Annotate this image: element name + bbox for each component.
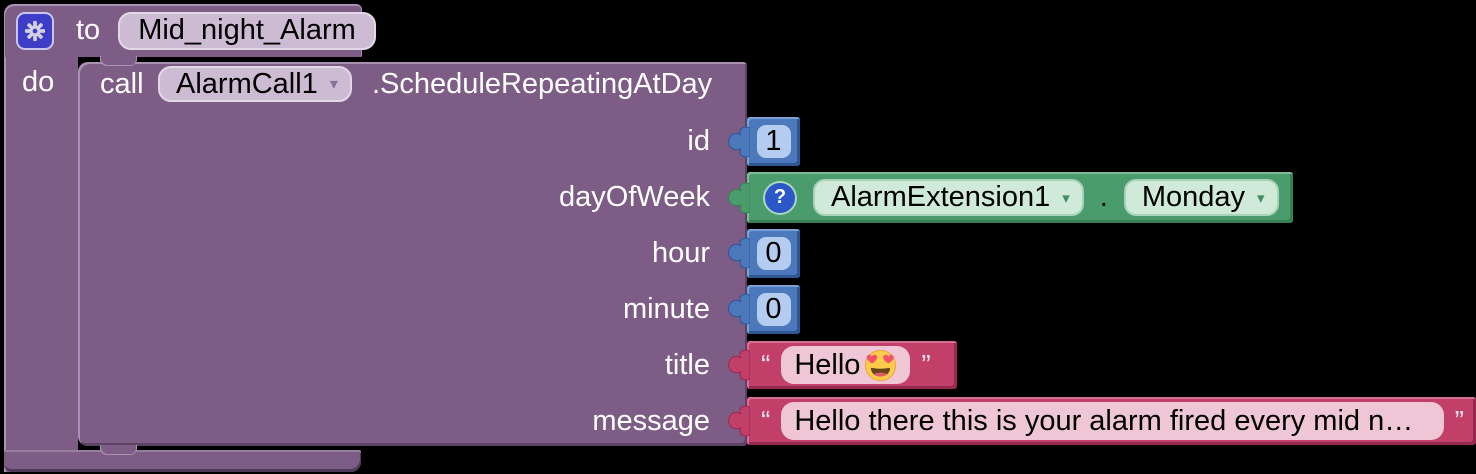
procedure-to-keyword: to bbox=[76, 14, 101, 46]
day-dropdown[interactable]: Monday ▾ bbox=[1123, 179, 1279, 216]
number-block-hour[interactable]: 0 bbox=[728, 229, 800, 278]
help-button[interactable]: ? bbox=[763, 180, 797, 215]
extension-dropdown-value: AlarmExtension1 bbox=[831, 181, 1051, 213]
question-icon: ? bbox=[773, 186, 787, 208]
method-name: .ScheduleRepeatingAtDay bbox=[372, 68, 713, 100]
mutator-button[interactable] bbox=[16, 11, 54, 50]
extension-dropdown[interactable]: AlarmExtension1 ▾ bbox=[813, 179, 1084, 216]
puzzle-tab-icon bbox=[728, 182, 750, 214]
procedure-block-footer[interactable] bbox=[4, 450, 361, 472]
chevron-down-icon: ▾ bbox=[329, 76, 338, 93]
param-label-id: id bbox=[687, 125, 710, 157]
text-field-message[interactable]: Hello there this is your alarm fired eve… bbox=[781, 402, 1444, 440]
statement-notch-top bbox=[100, 56, 137, 66]
procedure-do-keyword: do bbox=[22, 66, 55, 98]
procedure-name-field[interactable]: Mid_night_Alarm bbox=[118, 11, 376, 50]
component-dropdown-value: AlarmCall1 bbox=[176, 67, 318, 100]
title-text: Hello bbox=[794, 348, 861, 381]
param-label-message: message bbox=[592, 405, 710, 437]
param-label-title: title bbox=[664, 349, 710, 381]
chevron-down-icon: ▾ bbox=[1256, 189, 1265, 207]
day-dropdown-value: Monday bbox=[1141, 181, 1245, 213]
close-quote: ” bbox=[921, 349, 931, 380]
puzzle-tab-icon bbox=[728, 405, 750, 437]
text-field-title[interactable]: Hello bbox=[781, 346, 911, 384]
puzzle-tab-icon bbox=[728, 349, 750, 381]
number-field-minute[interactable]: 0 bbox=[756, 293, 791, 326]
helper-block-dayofweek[interactable]: ? AlarmExtension1 ▾ . Monday ▾ bbox=[728, 172, 1293, 223]
param-label-hour: hour bbox=[651, 237, 710, 269]
param-label-dayofweek: dayOfWeek bbox=[559, 181, 710, 213]
chevron-down-icon: ▾ bbox=[1062, 189, 1070, 207]
statement-notch-bottom bbox=[100, 445, 137, 455]
number-block-id[interactable]: 1 bbox=[728, 117, 800, 166]
text-block-title[interactable]: “ Hello ” bbox=[728, 341, 957, 389]
call-schedule-block[interactable] bbox=[78, 62, 747, 446]
param-label-minute: minute bbox=[622, 293, 710, 325]
open-quote: “ bbox=[761, 405, 771, 436]
dot-separator: . bbox=[1099, 181, 1108, 213]
procedure-block-body[interactable] bbox=[4, 57, 78, 472]
puzzle-tab-icon bbox=[728, 126, 750, 158]
puzzle-tab-icon bbox=[728, 293, 750, 325]
text-block-message[interactable]: “ Hello there this is your alarm fired e… bbox=[728, 397, 1476, 445]
open-quote: “ bbox=[761, 349, 771, 380]
call-keyword: call bbox=[100, 68, 144, 100]
puzzle-tab-icon bbox=[728, 237, 750, 269]
gear-icon bbox=[24, 20, 46, 42]
number-block-minute[interactable]: 0 bbox=[728, 285, 800, 334]
procedure-block-header[interactable]: to Mid_night_Alarm bbox=[4, 4, 376, 57]
close-quote: ” bbox=[1454, 405, 1464, 436]
component-dropdown[interactable]: AlarmCall1 ▾ bbox=[158, 66, 352, 102]
number-field-hour[interactable]: 0 bbox=[756, 237, 791, 270]
number-field-id[interactable]: 1 bbox=[756, 125, 791, 158]
heart-eyes-emoji-icon bbox=[864, 349, 897, 382]
message-text: Hello there this is your alarm fired eve… bbox=[794, 404, 1414, 437]
